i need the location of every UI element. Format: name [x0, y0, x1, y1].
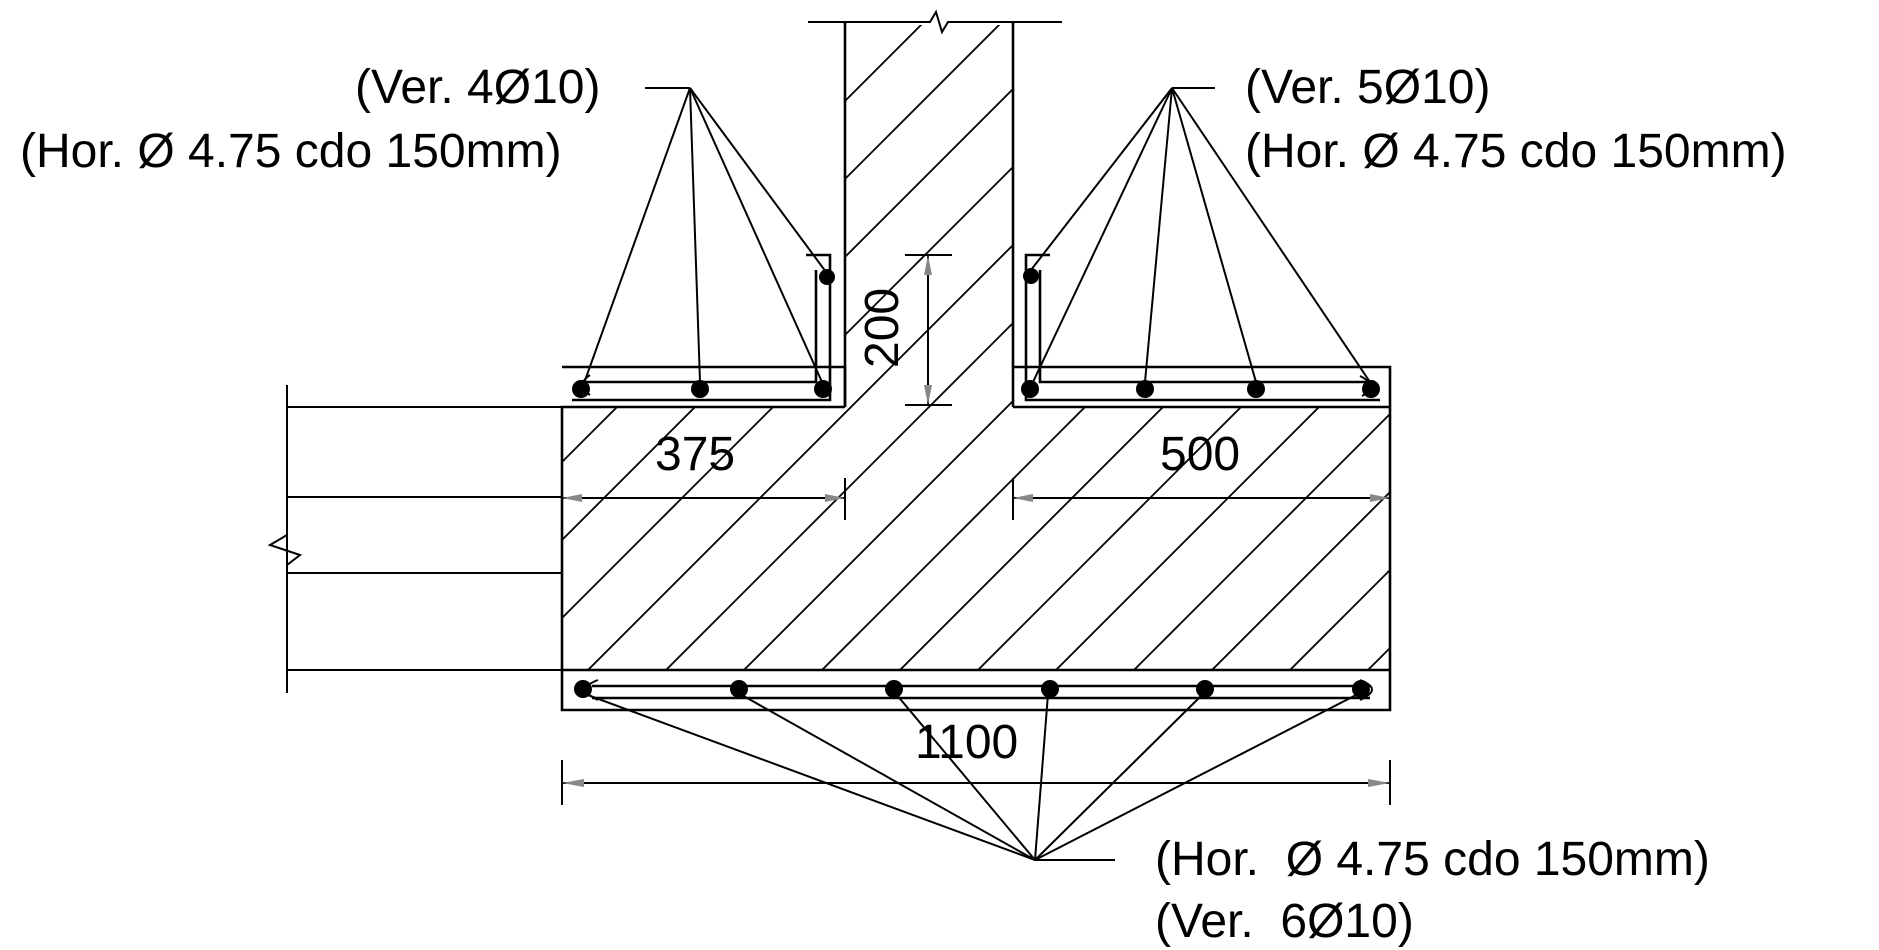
rebar-dot — [1362, 380, 1380, 398]
note-bottom-ver: (Ver. 6Ø10) — [1155, 895, 1414, 948]
rebar-dot — [1023, 268, 1039, 284]
rebar-dot — [1136, 380, 1154, 398]
rebar-dot — [572, 380, 590, 398]
hatch-line — [635, 25, 1337, 670]
rebar-dot — [730, 680, 748, 698]
hatch-line — [1181, 25, 1390, 670]
dimension-lines — [561, 254, 1391, 805]
dim-left-flange: 375 — [655, 428, 735, 481]
rebar-dot — [574, 680, 592, 698]
rebar-dot — [1021, 380, 1039, 398]
rebar-dot — [1041, 680, 1059, 698]
note-left-hor: (Hor. Ø 4.75 cdo 150mm) — [20, 125, 562, 178]
rebar-dot — [819, 269, 835, 285]
note-right-hor: (Hor. Ø 4.75 cdo 150mm) — [1245, 125, 1787, 178]
hatch-line — [1494, 0, 1879, 700]
note-right-ver: (Ver. 5Ø10) — [1245, 61, 1491, 114]
note-left-ver: (Ver. 4Ø10) — [355, 61, 601, 114]
leader-right-top — [1030, 87, 1371, 383]
leader-bottom — [584, 693, 1359, 861]
dim-footing-width: 1100 — [915, 716, 1018, 769]
rebar-dot — [1247, 380, 1265, 398]
right-top-rebar — [1021, 253, 1380, 402]
left-top-rebar — [572, 253, 835, 402]
dim-right-flange: 500 — [1160, 428, 1240, 481]
wall-stem — [808, 9, 1062, 407]
dim-top-bar-height: 200 — [856, 288, 909, 368]
concrete-hatch — [0, 0, 1879, 700]
note-bottom-hor: (Hor. Ø 4.75 cdo 150mm) — [1155, 833, 1710, 886]
bottom-rebar — [574, 679, 1373, 701]
rebar-dot — [1196, 680, 1214, 698]
rebar-dot — [1352, 680, 1370, 698]
hatch-line — [1259, 25, 1390, 670]
hatch-line — [0, 0, 400, 700]
hatch-line — [1103, 25, 1390, 670]
footing-outline — [560, 365, 1392, 712]
rebar-dot — [814, 380, 832, 398]
adjacent-slab — [267, 385, 562, 693]
rebar-dot — [885, 680, 903, 698]
rebar-dot — [691, 380, 709, 398]
leader-left-top — [582, 87, 827, 387]
